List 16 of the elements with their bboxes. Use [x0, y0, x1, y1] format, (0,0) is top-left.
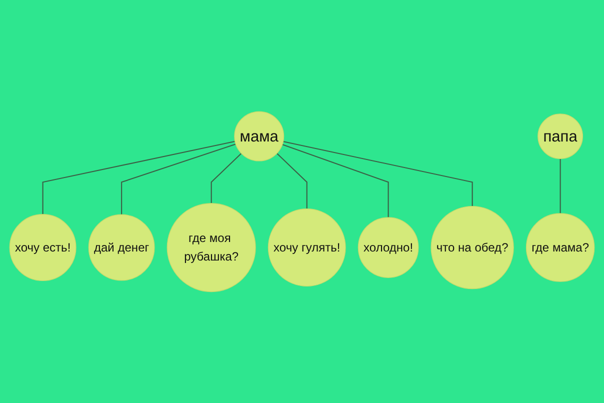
node-circle: хочу есть!: [9, 214, 76, 281]
node-circle: что на обед?: [430, 206, 514, 289]
node-circle: где мама?: [526, 212, 595, 282]
node-circle: мама: [234, 111, 284, 162]
connector: [560, 158, 561, 214]
node-circle: где моя рубашка?: [166, 202, 256, 292]
connector: [276, 152, 308, 209]
connector: [283, 140, 473, 206]
node-circle: папа: [538, 113, 584, 159]
connector: [210, 152, 242, 204]
connector: [121, 143, 236, 214]
node-circle: хочу гулять!: [268, 208, 346, 286]
node-circle: дай денег: [88, 214, 155, 281]
connector: [282, 144, 389, 218]
connector: [42, 140, 236, 214]
node-circle: холодно!: [358, 216, 419, 278]
